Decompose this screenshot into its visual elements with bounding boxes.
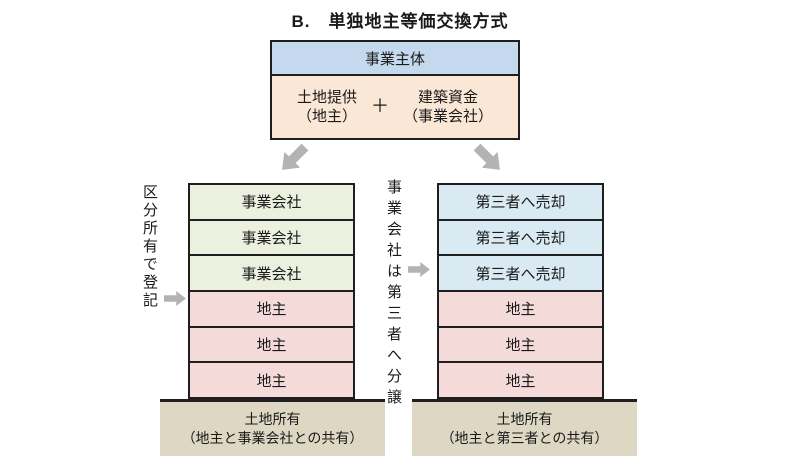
plus-sign: ＋ <box>371 96 389 117</box>
left-building: 事業会社 事業会社 事業会社 地主 地主 地主 <box>188 183 355 399</box>
land-provision-line1: 土地提供 <box>296 88 357 106</box>
scheme-box-header: 事業主体 <box>272 42 518 76</box>
left-building-floor: 事業会社 <box>190 220 353 257</box>
right-annotation: 事業会社は第三者へ分譲 <box>385 179 402 410</box>
scheme-box: 事業主体 土地提供 （地主） ＋ 建築資金 （事業会社） <box>270 40 520 140</box>
land-provision-cell: 土地提供 （地主） <box>297 88 357 127</box>
diagram-title: B. 単独地主等価交換方式 <box>291 12 509 31</box>
left-annotation: 区分所有で登記 <box>141 184 158 310</box>
construction-funds-line1: 建築資金 <box>418 88 479 106</box>
left-land-base-line2: （地主と事業会社との共有） <box>181 430 364 446</box>
right-land-base-line2: （地主と第三者との共有） <box>440 430 609 446</box>
right-building-floor: 地主 <box>439 327 602 364</box>
left-building-floor: 地主 <box>190 292 353 328</box>
flow-arrow-down-right-icon <box>467 137 511 181</box>
left-land-base: 土地所有 （地主と事業会社との共有） <box>160 399 385 456</box>
flow-arrow-down-left-icon <box>271 137 315 181</box>
right-building-floor: 地主 <box>439 292 602 328</box>
left-land-base-line1: 土地所有 <box>244 411 301 428</box>
right-land-base-line1: 土地所有 <box>496 411 553 428</box>
left-building-floor: 地主 <box>190 363 353 398</box>
right-pointer-arrow-icon <box>408 258 431 281</box>
left-building-floor: 事業会社 <box>190 256 353 293</box>
left-building-floor: 事業会社 <box>190 185 353 221</box>
right-building-floor: 第三者へ売却 <box>439 220 602 257</box>
left-pointer-arrow-icon <box>164 287 187 310</box>
right-building-floor: 地主 <box>439 363 602 398</box>
scheme-box-body: 土地提供 （地主） ＋ 建築資金 （事業会社） <box>272 76 518 138</box>
right-building: 第三者へ売却 第三者へ売却 第三者へ売却 地主 地主 地主 <box>437 183 604 399</box>
right-building-floor: 第三者へ売却 <box>439 256 602 293</box>
left-building-floor: 地主 <box>190 327 353 364</box>
land-provision-line2: （地主） <box>296 108 357 125</box>
right-building-floor: 第三者へ売却 <box>439 185 602 221</box>
construction-funds-line2: （事業会社） <box>403 108 494 125</box>
right-land-base: 土地所有 （地主と第三者との共有） <box>412 399 637 456</box>
construction-funds-cell: 建築資金 （事業会社） <box>403 88 493 127</box>
